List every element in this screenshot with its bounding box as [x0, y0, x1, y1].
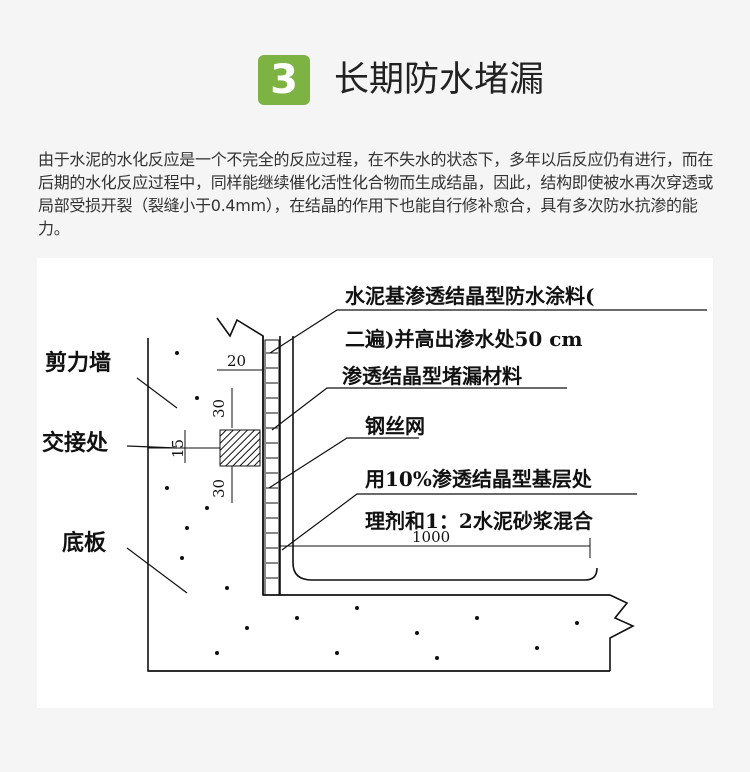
callout-coating-2: 二遍)并高出渗水处50 cm	[345, 327, 583, 351]
wire-mesh	[264, 339, 280, 596]
plugging-block	[219, 429, 261, 467]
dim-15: 15	[169, 439, 187, 458]
dim-30-top: 30	[210, 399, 228, 418]
description-text: 由于水泥的水化反应是一个不完全的反应过程，在不失水的状态下，多年以后反应仍有进行…	[38, 150, 714, 238]
section-title: 长期防水堵漏	[334, 60, 545, 100]
callout-mortar-2: 理剂和1：2水泥砂浆混合	[365, 509, 594, 533]
callout-plugging: 渗透结晶型堵漏材料	[342, 364, 522, 388]
dim-1000: 1000	[412, 528, 450, 546]
label-joint: 交接处	[42, 430, 108, 456]
diagram-panel: 剪力墙 交接处 底板 水泥基渗透结晶型防水涂料( 二遍)并高出渗水处50 cm …	[37, 258, 713, 708]
label-shear-wall: 剪力墙	[45, 350, 111, 376]
break-line	[609, 594, 635, 671]
aggregate-dots	[165, 351, 579, 660]
dim-20: 20	[227, 352, 246, 370]
section-number-badge: 3	[258, 55, 310, 105]
label-base-slab: 底板	[62, 530, 107, 556]
dim-30-bottom: 30	[210, 479, 228, 498]
callout-coating-1: 水泥基渗透结晶型防水涂料(	[345, 284, 594, 308]
callout-wire-mesh: 钢丝网	[365, 414, 425, 438]
callout-mortar-1: 用10%渗透结晶型基层处	[365, 467, 593, 491]
waterproofing-diagram: 剪力墙 交接处 底板 水泥基渗透结晶型防水涂料( 二遍)并高出渗水处50 cm …	[42, 284, 707, 672]
